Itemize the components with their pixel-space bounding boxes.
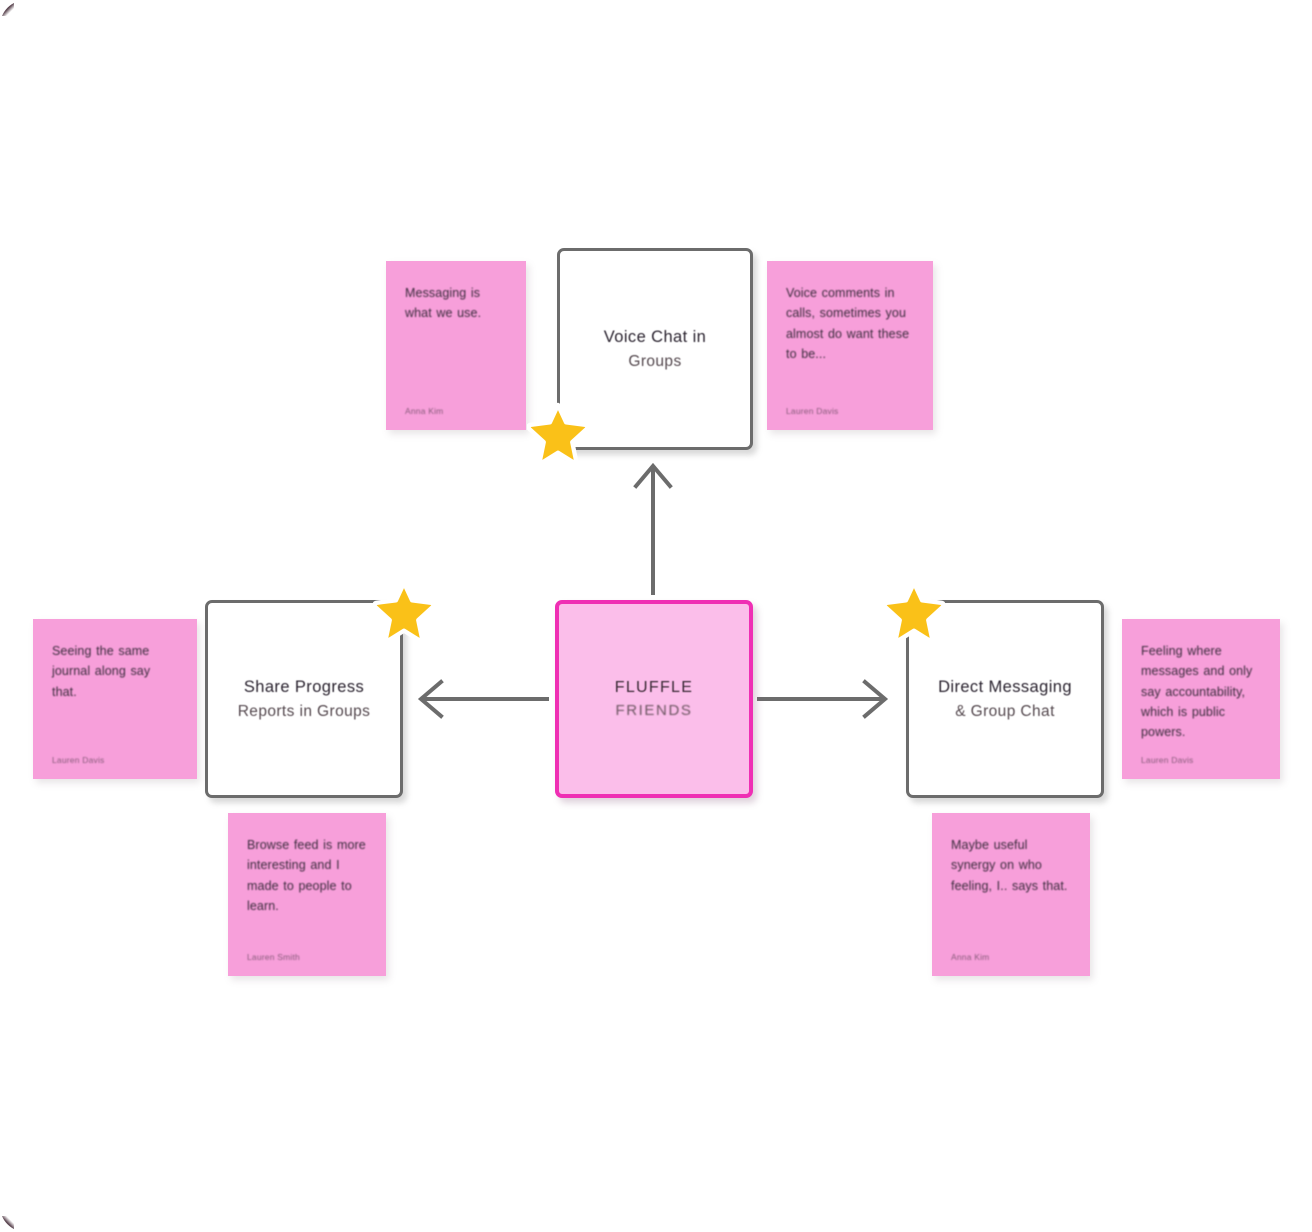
node-voice-chat[interactable]: Voice Chat in Groups xyxy=(557,248,753,450)
node-subtitle: & Group Chat xyxy=(955,702,1055,720)
sticky-note[interactable]: Feeling where messages and only say acco… xyxy=(1122,619,1280,779)
node-title: FLUFFLE xyxy=(614,678,694,696)
node-subtitle: Reports in Groups xyxy=(237,702,371,720)
node-fluffle-friends[interactable]: FLUFFLE FRIENDS xyxy=(555,600,753,798)
sticky-note-text: Voice comments in calls, sometimes you a… xyxy=(786,286,910,361)
sticky-note[interactable]: Browse feed is more interesting and I ma… xyxy=(228,813,386,976)
node-direct-messaging[interactable]: Direct Messaging & Group Chat xyxy=(906,600,1104,798)
node-title: Voice Chat in xyxy=(603,328,707,346)
star-icon[interactable] xyxy=(527,400,589,462)
sticky-note-text: Seeing the same journal along say that. xyxy=(52,644,151,699)
sticky-note[interactable]: Maybe useful synergy on who feeling, I..… xyxy=(932,813,1090,976)
sticky-note-text: Maybe useful synergy on who feeling, I..… xyxy=(951,838,1068,893)
sticky-note-text: Messaging is what we use. xyxy=(405,286,482,321)
arrow-center-to-voice xyxy=(633,462,673,595)
arrow-center-to-dm xyxy=(757,679,889,719)
star-icon[interactable] xyxy=(883,578,945,640)
node-title: Direct Messaging xyxy=(938,678,1072,696)
node-subtitle: FRIENDS xyxy=(615,701,693,719)
corner-artifact-top-left xyxy=(0,0,14,16)
sticky-note-author: Lauren Davis xyxy=(1141,755,1194,765)
sticky-note-author: Lauren Davis xyxy=(786,406,839,416)
node-share-progress[interactable]: Share Progress Reports in Groups xyxy=(205,600,403,798)
node-subtitle: Groups xyxy=(628,352,682,370)
sticky-note-text: Browse feed is more interesting and I ma… xyxy=(247,838,366,913)
sticky-note-author: Anna Kim xyxy=(405,406,444,416)
sticky-note-text: Feeling where messages and only say acco… xyxy=(1141,644,1253,739)
sticky-note[interactable]: Messaging is what we use. Anna Kim xyxy=(386,261,526,430)
sticky-note-author: Lauren Davis xyxy=(52,755,105,765)
arrow-center-to-share xyxy=(417,679,549,719)
sticky-note[interactable]: Voice comments in calls, sometimes you a… xyxy=(767,261,933,430)
sticky-note-author: Anna Kim xyxy=(951,952,990,962)
corner-artifact-bottom-left xyxy=(0,1216,14,1232)
sticky-note-author: Lauren Smith xyxy=(247,952,300,962)
node-title: Share Progress xyxy=(243,678,365,696)
sticky-note[interactable]: Seeing the same journal along say that. … xyxy=(33,619,197,779)
star-icon[interactable] xyxy=(373,578,435,640)
